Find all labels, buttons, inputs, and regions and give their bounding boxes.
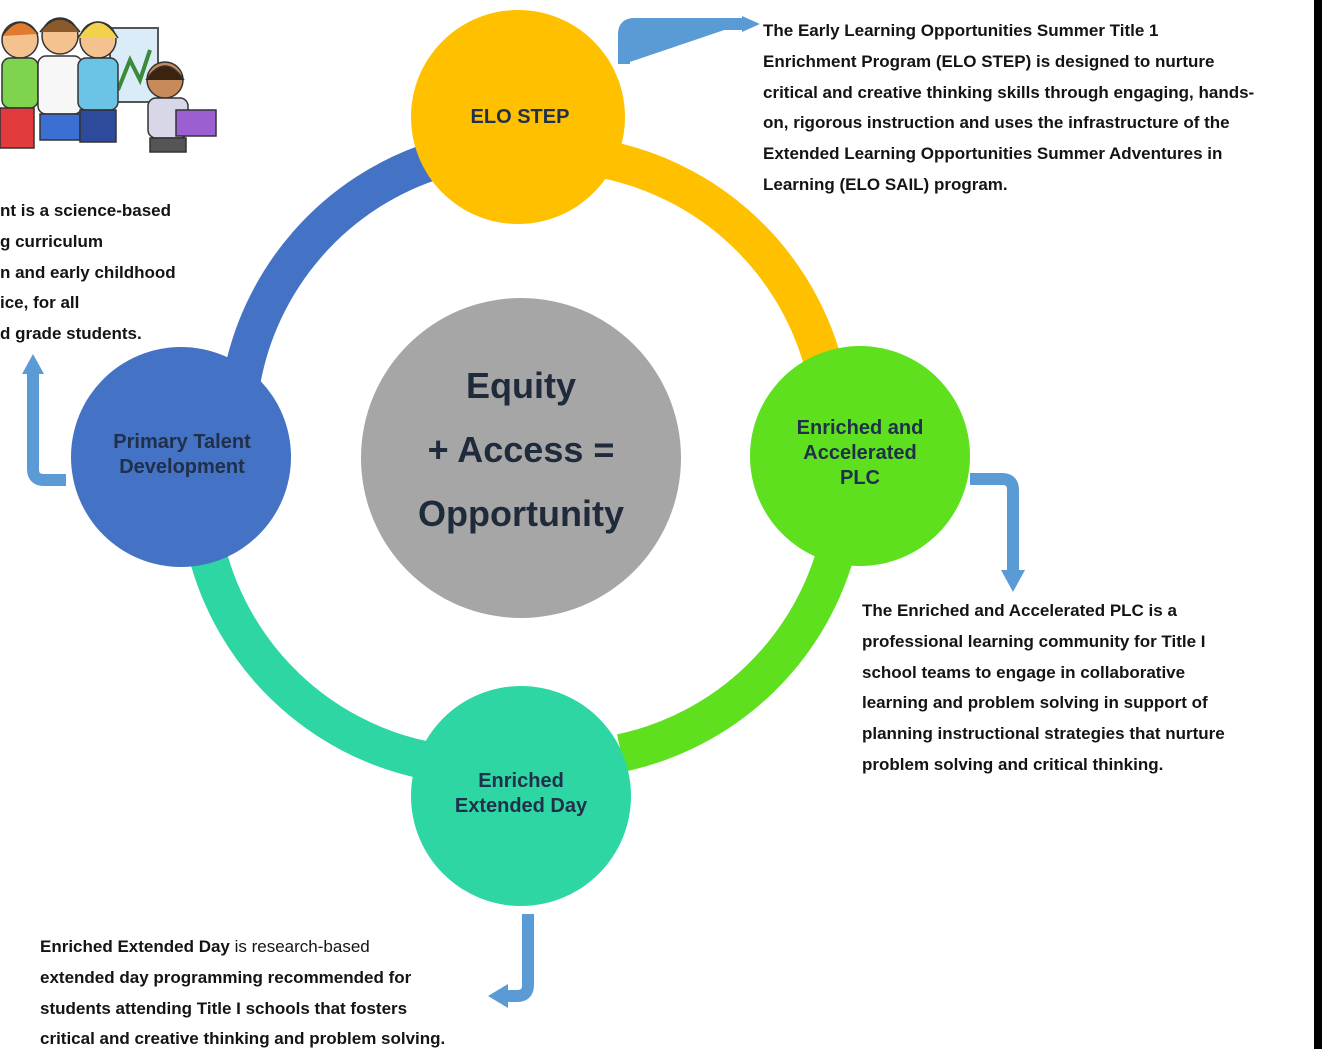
description-primary-talent: nt is a science-based g curriculum n and…: [0, 201, 176, 344]
description-elo-step: The Early Learning Opportunities Summer …: [763, 21, 1255, 194]
ring-segment-teal: [188, 547, 429, 779]
node-circle-extended-day: [411, 686, 631, 906]
children-painting-illustration: [0, 17, 217, 153]
node-label-enriched-plc: Enriched and Accelerated PLC: [796, 416, 924, 489]
node-circle-enriched-plc: [750, 346, 970, 566]
node-label-extended-day: Enriched Extended Day: [454, 770, 588, 817]
arrow-to-plc-description: [970, 473, 1025, 592]
arrow-to-extended-day-description: [488, 914, 534, 1008]
node-circle-elo-step: [411, 10, 625, 224]
node-label-primary-talent: Primary Talent Development: [113, 431, 251, 478]
description-extended-day-title: Enriched Extended Day: [40, 937, 230, 956]
arrow-to-elo-step-description: [618, 16, 760, 64]
node-label-elo-step: ELO STEP: [470, 105, 570, 128]
right-edge-border: [1314, 0, 1322, 1049]
arrow-to-primary-talent-description: [22, 354, 66, 486]
ring-segment-blue: [222, 141, 442, 388]
center-equation: Equity + Access = Opportunity: [418, 365, 624, 534]
center-circle: [361, 298, 681, 618]
description-extended-day: Enriched Extended Day is research-based …: [40, 937, 446, 1049]
node-circle-primary-talent: [71, 347, 291, 567]
ring-segment-yellow: [603, 141, 847, 388]
ring-segment-green: [616, 539, 857, 772]
description-enriched-plc: The Enriched and Accelerated PLC is a pr…: [862, 601, 1225, 774]
